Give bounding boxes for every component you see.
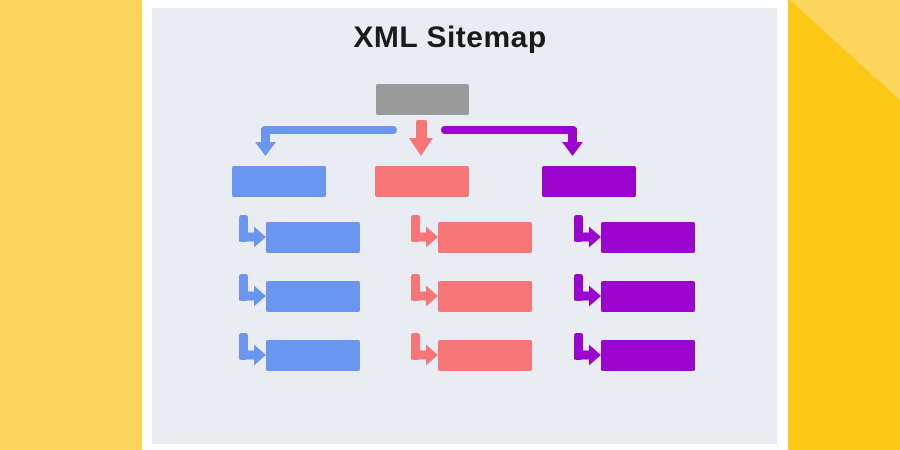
branch-1-child-2-elbow-arrow-icon — [239, 274, 266, 307]
branch-connector-down-arrow-icon — [409, 120, 433, 156]
branch-2-child-3-elbow-arrow-icon — [411, 333, 438, 366]
sitemap-root-node — [376, 84, 469, 115]
branch-2-child-3-node — [438, 340, 532, 371]
branch-1-child-3-elbow-arrow-icon — [239, 333, 266, 366]
branch-1-child-3-node — [266, 340, 360, 371]
branch-3-child-3-elbow-arrow-icon — [574, 333, 601, 366]
branch-1-child-2-node — [266, 281, 360, 312]
branch-3-child-2-node — [601, 281, 695, 312]
branch-2-child-1-node — [438, 222, 532, 253]
branch-3-section-node — [542, 166, 636, 197]
branch-2-section-node — [375, 166, 469, 197]
branch-2-child-2-node — [438, 281, 532, 312]
branch-connector-right-arrow-icon — [441, 126, 583, 156]
branch-3-child-2-elbow-arrow-icon — [574, 274, 601, 307]
left-yellow-strip — [0, 0, 142, 450]
branch-1-section-node — [232, 166, 326, 197]
corner-fold-triangle — [790, 0, 900, 100]
page-title: XML Sitemap — [353, 21, 547, 54]
branch-2-child-2-elbow-arrow-icon — [411, 274, 438, 307]
branch-3-child-1-node — [601, 222, 695, 253]
branch-connector-left-arrow-icon — [255, 126, 397, 156]
branch-3-child-1-elbow-arrow-icon — [574, 215, 601, 248]
branch-2-child-1-elbow-arrow-icon — [411, 215, 438, 248]
branch-1-child-1-elbow-arrow-icon — [239, 215, 266, 248]
branch-1-child-1-node — [266, 222, 360, 253]
branch-3-child-3-node — [601, 340, 695, 371]
